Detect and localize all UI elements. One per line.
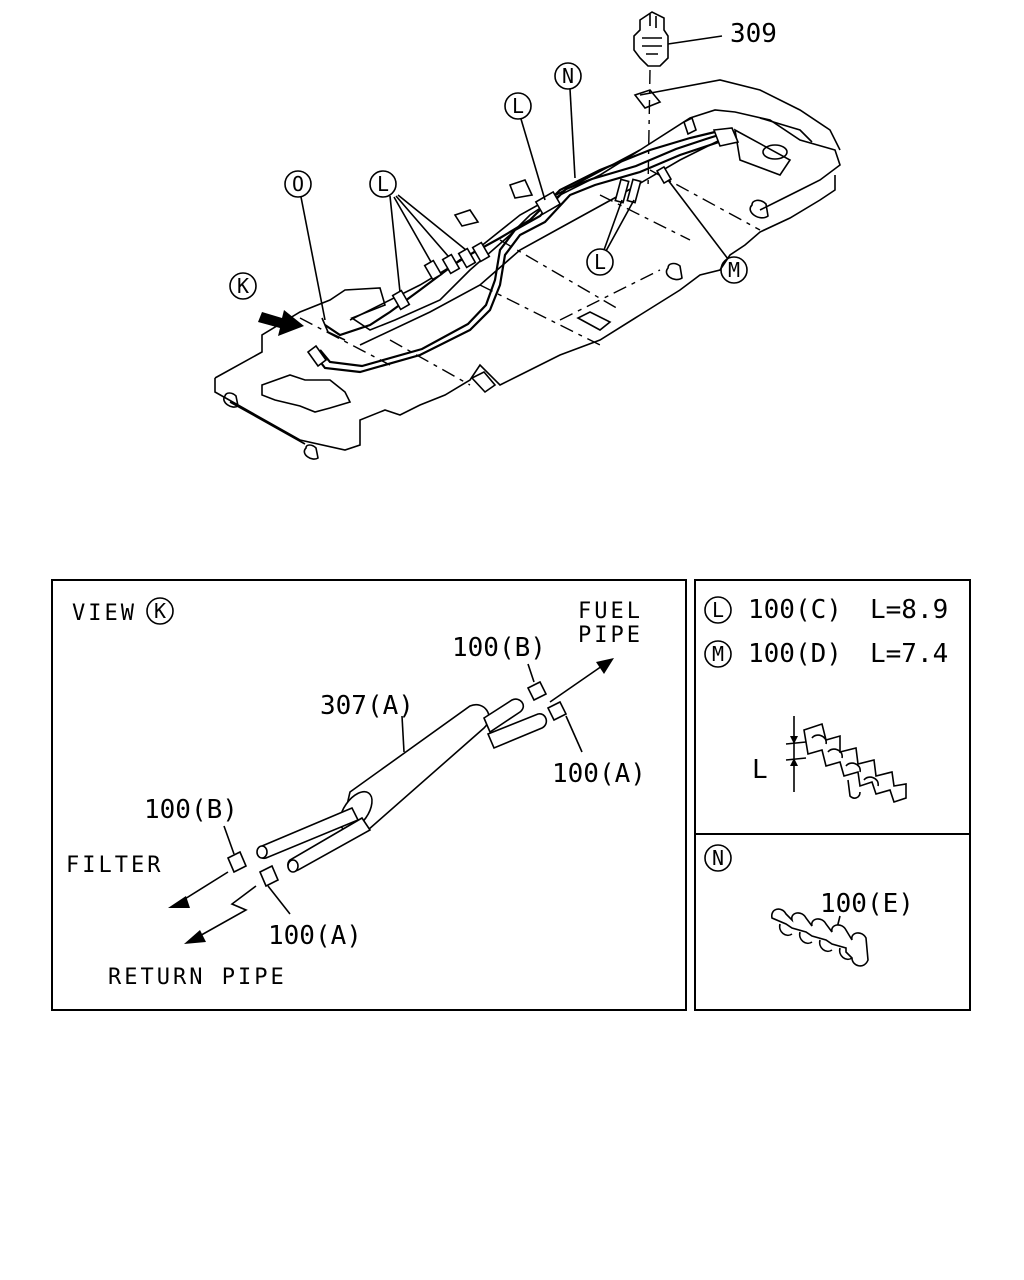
dim-label-l: L — [752, 755, 768, 785]
view-k-content: VIEW K FUEL PIPE — [66, 597, 646, 990]
view-k-circle — [146, 597, 174, 625]
view-k-panel — [51, 579, 687, 1011]
label-100b-left: 100(B) — [144, 795, 238, 825]
label-100b-right: 100(B) — [452, 633, 546, 663]
legend-n-circle — [704, 844, 732, 872]
legend-l-circle — [704, 596, 732, 624]
circle-n — [554, 62, 582, 90]
fuel-pipe-line2: PIPE — [578, 623, 643, 648]
fuel-pipe-routing — [306, 116, 740, 374]
legend-n-part: 100(E) — [820, 889, 914, 919]
label-100a-left: 100(A) — [268, 921, 362, 951]
legend-l-letter: L — [712, 598, 724, 622]
clamps-view-k — [226, 680, 568, 888]
circle-n-letter: N — [562, 64, 574, 88]
legend-m-circle — [704, 640, 732, 668]
legend-n-content: N 100(E) — [704, 844, 914, 967]
label-100a-right: 100(A) — [552, 759, 646, 789]
circle-l-left — [369, 170, 397, 198]
view-label: VIEW — [72, 601, 137, 626]
view-k-circle-letter: K — [154, 599, 166, 623]
fuel-pipe-line1: FUEL — [578, 599, 643, 624]
label-return-pipe: RETURN PIPE — [108, 965, 287, 990]
circle-l-mid-letter: L — [512, 94, 524, 118]
legend-lm-content: L 100(C) L=8.9 M 100(D) L=7.4 L — [704, 595, 948, 804]
pipe-clips — [391, 165, 673, 311]
legend-n-letter: N — [712, 846, 724, 870]
hose-307a — [256, 698, 548, 873]
legend-m-part: 100(D) — [748, 639, 842, 669]
legend-m-letter: M — [712, 642, 724, 666]
view-k-arrow — [258, 310, 304, 336]
clip-l-drawing: L — [752, 716, 907, 804]
circle-l-mid — [504, 92, 532, 120]
frame-callouts: 309 O L L N L M K — [229, 19, 777, 336]
circle-l-left-letter: L — [377, 172, 389, 196]
legend-m-length: L=7.4 — [870, 639, 948, 669]
circle-m-letter: M — [728, 258, 740, 282]
circle-l-right — [586, 248, 614, 276]
label-filter: FILTER — [66, 853, 163, 878]
part-309-clip — [633, 11, 723, 191]
circle-k-letter: K — [237, 274, 249, 298]
clip-n-drawing — [771, 908, 869, 967]
legend-l-length: L=8.9 — [870, 595, 948, 625]
circle-l-right-letter: L — [594, 250, 606, 274]
circle-o — [284, 170, 312, 198]
callout-309: 309 — [730, 19, 777, 49]
label-307a: 307(A) — [320, 691, 414, 721]
circle-k — [229, 272, 257, 300]
chassis-frame-drawing — [214, 79, 841, 460]
circle-o-letter: O — [292, 172, 304, 196]
legend-l-part: 100(C) — [748, 595, 842, 625]
legend-n-panel — [694, 833, 971, 1011]
circle-m — [720, 256, 748, 284]
